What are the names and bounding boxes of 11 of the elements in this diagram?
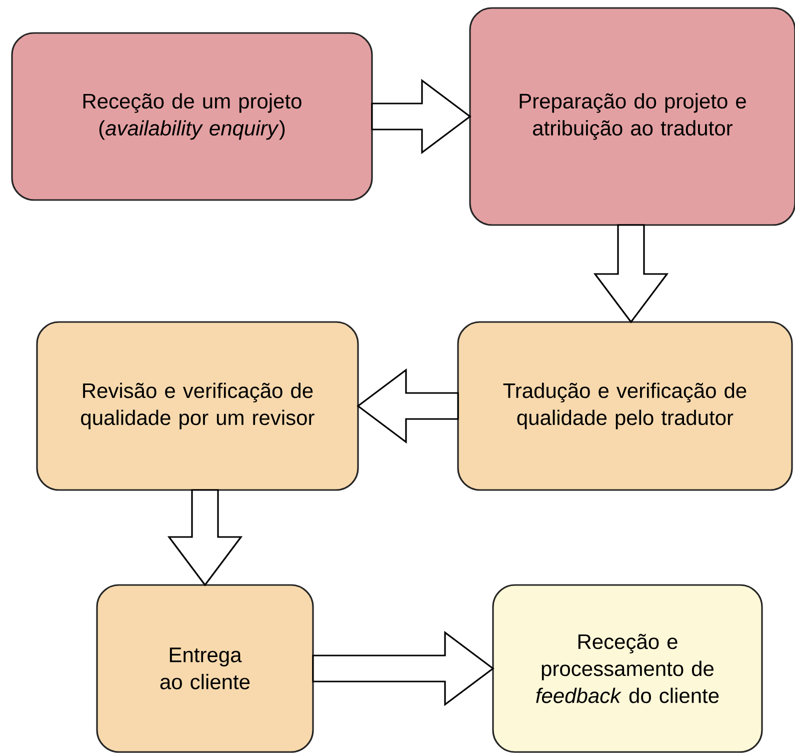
- process-box: Entrega ao cliente: [96, 584, 314, 753]
- process-box: Tradução e verificação de qualidade pelo tradutor: [457, 321, 793, 491]
- block-arrow: [167, 489, 243, 586]
- process-box: Revisão e verificação de qualidade por um revisor: [36, 321, 359, 491]
- block-arrow: [312, 630, 494, 706]
- process-box: Preparação do projeto e atribuição ao tradutor: [469, 7, 795, 226]
- process-box: Receção de um projeto (availability enquiry): [11, 32, 373, 201]
- block-arrow: [593, 224, 669, 324]
- process-box: Receção e processamento de feedback do cliente: [492, 584, 763, 753]
- block-arrow: [371, 78, 472, 154]
- block-arrow: [356, 368, 459, 444]
